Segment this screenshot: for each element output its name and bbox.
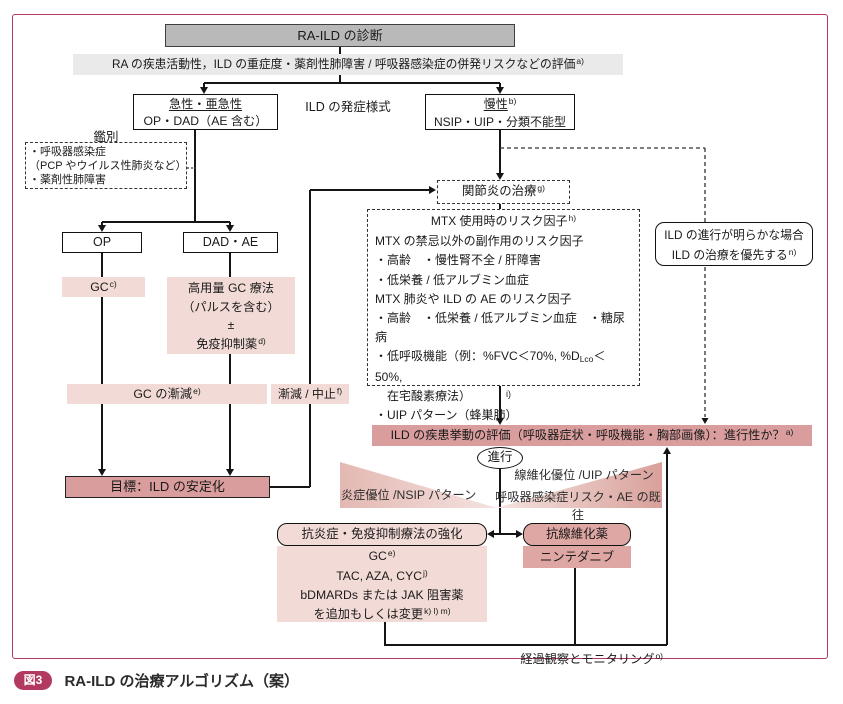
ai-gc-text: GC bbox=[368, 549, 387, 563]
gc-taper-text: GC の漸減 bbox=[133, 387, 193, 401]
behavior-assessment-sup: a) bbox=[785, 427, 794, 437]
behavior-assessment-bar: ILD の疾患挙動の評価（呼吸器症状・呼吸機能・胸部画像）：進行性か？a) bbox=[372, 425, 812, 446]
acute-subacute-box: 急性・亜急性 OP・DAD（AE 含む） bbox=[133, 94, 278, 130]
ai-bdmards-text: bDMARDs または JAK 阻害薬 bbox=[300, 588, 464, 602]
arrowheads bbox=[98, 87, 709, 538]
anti-inflammatory-header: 抗炎症・免疫抑制療法の強化 bbox=[277, 523, 487, 546]
mtx-risk-fvc-line: ・低呼吸機能（例：%FVC＜70%, %DLco＜50%, bbox=[375, 349, 606, 384]
mtx-risk-line: MTX の禁忌以外の副作用のリスク因子 bbox=[375, 234, 584, 249]
figure-number-badge: 図3 bbox=[14, 671, 52, 690]
ild-priority-line2: ILD の治療を優先する bbox=[671, 248, 788, 262]
goal-box: 目標：ILD の安定化 bbox=[65, 476, 270, 498]
immunosuppressant-text: 免疫抑制薬 bbox=[196, 336, 258, 351]
fibrosis-wedge-line1: 線維化優位 /UIP パターン bbox=[514, 468, 654, 482]
ai-drugs-text: TAC, AZA, CYC bbox=[336, 568, 423, 583]
monitoring-sup: o) bbox=[655, 651, 663, 661]
taper-stop-box: 漸減 / 中止f) bbox=[271, 384, 349, 404]
chronic-title: 慢性 bbox=[483, 97, 508, 111]
ild-priority-box: ILD の進行が明らかな場合 ILD の治療を優先するn) bbox=[655, 222, 813, 266]
mtx-risk-title: MTX 使用時のリスク因子 bbox=[430, 214, 568, 228]
arthritis-treatment-box: 関節炎の治療g) bbox=[437, 180, 570, 204]
fibrosis-wedge-line2: 呼吸器感染症リスク・AE の既往 bbox=[495, 490, 661, 522]
mtx-risk-line: 在宅酸素療法） bbox=[375, 388, 472, 403]
anti-inflammatory-body: GCe) TAC, AZA, CYCj) bDMARDs または JAK 阻害薬… bbox=[277, 546, 487, 622]
gc-taper-sup: e) bbox=[193, 386, 201, 396]
antifibrotic-header: 抗線維化薬 bbox=[523, 523, 631, 546]
figure-title: RA-ILD の治療アルゴリズム（案） bbox=[64, 673, 299, 690]
mtx-risk-line: ・高齢 ・慢性腎不全 / 肝障害 bbox=[375, 253, 542, 268]
differential-box: ・呼吸器感染症 （PCP やウイルス性肺炎など） ・薬剤性肺障害 bbox=[25, 142, 187, 189]
ild-priority-line1: ILD の進行が明らかな場合 bbox=[664, 228, 804, 242]
taper-stop-text: 漸減 / 中止 bbox=[277, 387, 336, 401]
plus-minus-symbol: ± bbox=[227, 318, 235, 332]
chronic-box: 慢性b) NSIP・UIP・分類不能型 bbox=[425, 94, 575, 130]
behavior-assessment-text: ILD の疾患挙動の評価（呼吸器症状・呼吸機能・胸部画像）：進行性か？ bbox=[390, 428, 785, 442]
dad-ae-box: DAD・AE bbox=[183, 232, 278, 253]
ai-drugs-sup: j) bbox=[423, 567, 428, 578]
chronic-subtitle: NSIP・UIP・分類不能型 bbox=[433, 115, 566, 129]
inflammation-wedge-label: 炎症優位 /NSIP パターン bbox=[341, 488, 477, 502]
high-dose-gc-line: （パルスを含む） bbox=[182, 299, 280, 314]
immunosuppressant-sup: d) bbox=[258, 335, 266, 346]
figure-frame bbox=[12, 14, 828, 659]
figure-caption: 図3 RA-ILD の治療アルゴリズム（案） bbox=[14, 670, 514, 694]
ai-change-text: を追加もしくは変更 bbox=[313, 606, 424, 621]
assessment-band-text: RA の疾患活動性，ILD の重症度・薬剤性肺障害 / 呼吸器感染症の併発リスク… bbox=[112, 57, 576, 71]
acute-title: 急性・亜急性 bbox=[168, 97, 243, 111]
diagnosis-box: RA-ILD の診断 bbox=[165, 24, 515, 47]
acute-subtitle: OP・DAD（AE 含む） bbox=[143, 114, 268, 128]
ai-gc-sup: e) bbox=[387, 548, 396, 558]
mtx-risk-line: ・低栄養 / 低アルブミン血症 bbox=[375, 272, 529, 287]
op-box: OP bbox=[62, 232, 142, 253]
arthritis-treatment-sup: g) bbox=[537, 183, 545, 193]
ild-priority-sup: n) bbox=[788, 247, 797, 257]
gc-therapy-sup: c) bbox=[109, 279, 117, 289]
high-dose-gc-box: 高用量 GC 療法 （パルスを含む） ± 免疫抑制薬d) bbox=[167, 277, 295, 354]
chronic-sup: b) bbox=[508, 96, 517, 106]
mtx-risk-line: ・高齢 ・低栄養 / 低アルブミン血症 ・糖尿病 bbox=[375, 311, 625, 345]
progression-oval: 進行 bbox=[477, 447, 523, 469]
mtx-risk-title-sup: h) bbox=[568, 213, 577, 223]
gc-taper-box: GC の漸減e) bbox=[67, 384, 267, 404]
monitoring-label: 経過観察とモニタリングo) bbox=[497, 649, 663, 667]
differential-line: （PCP やウイルス性肺炎など） bbox=[29, 160, 187, 172]
differential-line: ・薬剤性肺障害 bbox=[29, 174, 106, 186]
differential-heading: 鑑別 bbox=[93, 130, 119, 144]
differential-line: ・呼吸器感染症 bbox=[29, 146, 106, 158]
mtx-risk-line: MTX 肺炎や ILD の AE のリスク因子 bbox=[375, 291, 572, 306]
ai-change-sup: k) l) m) bbox=[424, 605, 451, 616]
gc-therapy-text: GC bbox=[90, 280, 109, 294]
assessment-band: RA の疾患活動性，ILD の重症度・薬剤性肺障害 / 呼吸器感染症の併発リスク… bbox=[73, 54, 623, 75]
dashed-connector-lines bbox=[500, 147, 706, 417]
high-dose-gc-line: 高用量 GC 療法 bbox=[188, 281, 274, 295]
onset-mode-label: ILD の発症様式 bbox=[305, 100, 391, 114]
monitoring-text: 経過観察とモニタリング bbox=[520, 652, 655, 666]
taper-stop-sup: f) bbox=[336, 386, 343, 396]
arthritis-treatment-text: 関節炎の治療 bbox=[462, 184, 537, 198]
assessment-band-sup: a) bbox=[576, 56, 584, 66]
gc-therapy-box: GCc) bbox=[62, 277, 145, 297]
solid-connector-lines bbox=[101, 47, 668, 646]
antifibrotic-drug: ニンテダニブ bbox=[523, 546, 631, 568]
mtx-risk-line: ・UIP パターン（蜂巣肺） bbox=[375, 408, 518, 423]
diagnosis-label: RA-ILD の診断 bbox=[297, 28, 383, 43]
arrow-i-label: i) bbox=[506, 389, 511, 399]
mtx-risk-box: MTX 使用時のリスク因子h) MTX の禁忌以外の副作用のリスク因子 ・高齢 … bbox=[367, 209, 640, 422]
